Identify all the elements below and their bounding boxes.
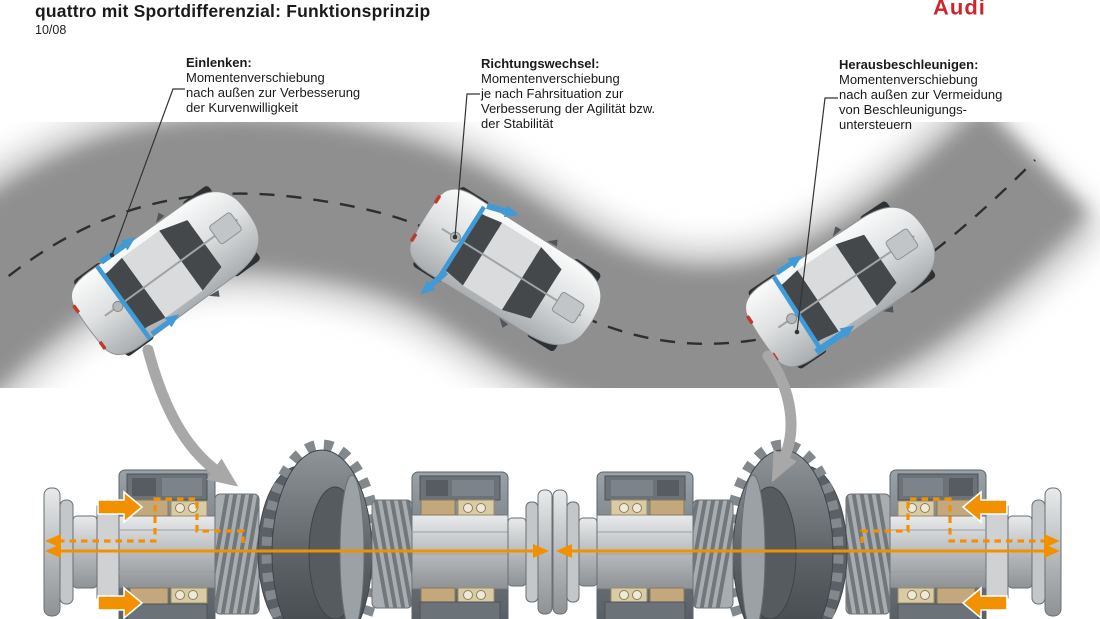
car-herausbeschleunigen — [730, 184, 955, 384]
page-title: quattro mit Sportdifferenzial: Funktions… — [35, 1, 431, 21]
audi-logo: Audi — [933, 0, 986, 20]
annotation-einlenken: Einlenken: Momentenverschiebung nach auß… — [186, 55, 360, 115]
annotation-line: Verbesserung der Agilität bzw. — [481, 101, 656, 116]
momentum-shift-arrows-richtungswechsel — [420, 203, 520, 295]
annotation-herausbeschleunigen: Herausbeschleunigen: Momentenverschiebun… — [839, 57, 1002, 132]
annotation-richtungswechsel: Richtungswechsel: Momentenverschiebung j… — [481, 56, 655, 131]
differential-right — [553, 445, 1061, 619]
annotation-line: nach außen zur Verbesserung — [186, 85, 361, 100]
annotation-line: untersteuern — [839, 117, 912, 132]
annotation-leader-lines — [109, 88, 838, 335]
annotation-line: je nach Fahrsituation zur — [481, 86, 624, 101]
differential-left — [44, 445, 552, 619]
annotation-line: Momentenverschiebung — [186, 70, 325, 85]
momentum-shift-arrows-einlenken — [95, 237, 180, 341]
annotation-line: von Beschleunigungs- — [839, 102, 967, 117]
car-richtungswechsel — [395, 172, 621, 368]
annotation-heading: Einlenken: — [186, 55, 252, 70]
issue-date: 10/08 — [35, 23, 67, 37]
annotation-heading: Herausbeschleunigen: — [839, 57, 979, 72]
annotation-line: der Kurvenwilligkeit — [186, 100, 298, 115]
annotation-line: der Stabilität — [481, 116, 554, 131]
momentum-shift-arrows-herausbeschleunigen — [772, 255, 855, 355]
annotation-line: Momentenverschiebung — [481, 71, 620, 86]
annotation-line: Momentenverschiebung — [839, 72, 978, 87]
annotation-line: nach außen zur Vermeidung — [839, 87, 1003, 102]
detail-pointer-arrows — [142, 344, 797, 487]
annotation-heading: Richtungswechsel: — [481, 56, 600, 71]
car-einlenken — [56, 169, 280, 372]
